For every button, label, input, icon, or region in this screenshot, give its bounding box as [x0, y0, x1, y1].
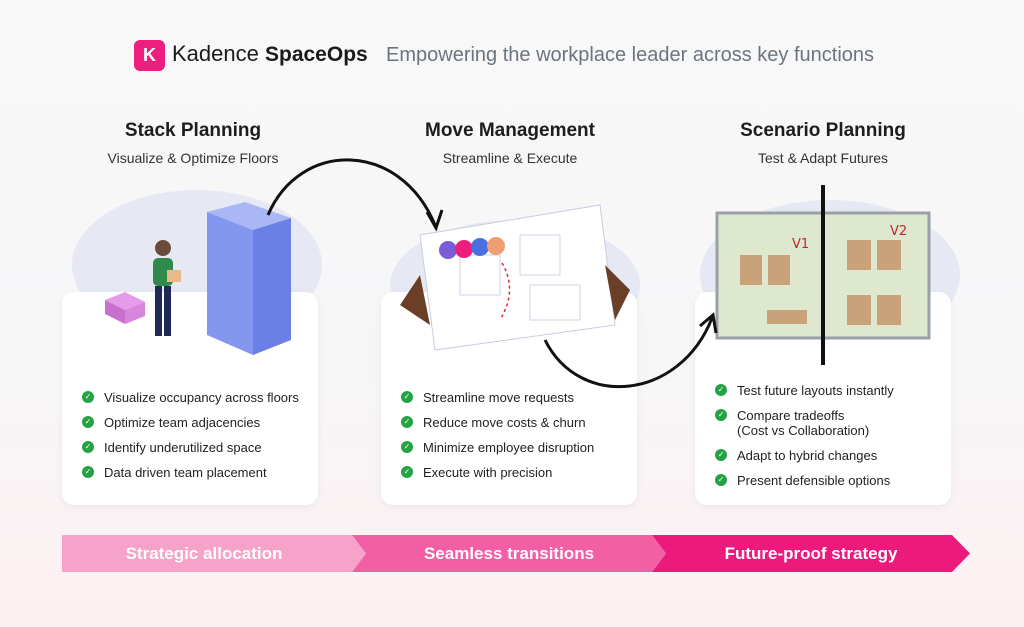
banner-label: Future-proof strategy [724, 543, 898, 563]
check-icon: ✓ [715, 384, 727, 396]
banner-label: Strategic allocation [125, 543, 283, 563]
move-management-list: ✓ Streamline move requests ✓ Reduce move c… [401, 390, 594, 490]
list-item: ✓ Data driven team placement [82, 465, 299, 480]
check-icon: ✓ [401, 466, 413, 478]
item-text: Data driven team placement [104, 465, 267, 480]
brand-product: SpaceOps [264, 43, 368, 66]
item-text: Test future layouts instantly [737, 383, 894, 398]
list-item: ✓ Compare tradeoffs (Cost vs Collaboratio… [715, 408, 894, 438]
brand-kadence: Kadence [172, 41, 259, 66]
list-item: ✓ Adapt to hybrid changes [715, 448, 894, 463]
scenario-floorplan-illustration: V1 V2 [715, 185, 931, 365]
v1-label: V1 [792, 237, 809, 252]
list-item: ✓ Minimize employee disruption [401, 440, 594, 455]
banner-segment-strategic: Strategic allocation [62, 535, 366, 572]
item-text: Compare tradeoffs (Cost vs Collaboration… [737, 408, 870, 438]
item-text: Visualize occupancy across floors [104, 390, 299, 405]
item-text: Execute with precision [423, 465, 553, 480]
check-icon: ✓ [82, 416, 94, 428]
floorplan-move-illustration [400, 204, 630, 351]
list-item: ✓ Streamline move requests [401, 390, 594, 405]
tagline: Empowering the workplace leader across k… [386, 44, 875, 66]
check-icon: ✓ [82, 466, 94, 478]
list-item: ✓ Visualize occupancy across floors [82, 390, 299, 405]
stack-planning-list: ✓ Visualize occupancy across floors ✓ Opti… [82, 390, 299, 490]
move-management-title: Move Management [425, 120, 595, 141]
v2-label: V2 [890, 224, 907, 239]
brand-name: Kadence SpaceOps [172, 41, 368, 67]
banner-segment-seamless: Seamless transitions [352, 535, 666, 572]
item-text: Present defensible options [737, 473, 891, 488]
list-item: ✓ Present defensible options [715, 473, 894, 488]
stack-planning-title: Stack Planning [124, 120, 262, 141]
check-icon: ✓ [715, 409, 727, 421]
list-item: ✓ Optimize team adjacencies [82, 415, 299, 430]
stack-building-illustration [105, 202, 291, 355]
stack-planning-subtitle: Visualize & Optimize Floors [107, 150, 279, 166]
list-item: ✓ Test future layouts instantly [715, 383, 894, 398]
check-icon: ✓ [715, 474, 727, 486]
scenario-planning-subtitle: Test & Adapt Futures [758, 150, 888, 166]
check-icon: ✓ [82, 441, 94, 453]
banner-label: Seamless transitions [423, 543, 595, 563]
item-text: Streamline move requests [423, 390, 575, 405]
list-item: ✓ Identify underutilized space [82, 440, 299, 455]
move-management-subtitle: Streamline & Execute [442, 150, 578, 166]
item-text: Optimize team adjacencies [104, 415, 261, 430]
scenario-planning-list: ✓ Test future layouts instantly ✓ Compare … [715, 383, 894, 498]
check-icon: ✓ [715, 449, 727, 461]
kadence-logo-icon: K [134, 40, 165, 71]
check-icon: ✓ [82, 391, 94, 403]
item-text: Minimize employee disruption [423, 440, 595, 455]
banner-segment-future: Future-proof strategy [652, 535, 970, 572]
item-text: Identify underutilized space [104, 440, 262, 455]
list-item: ✓ Execute with precision [401, 465, 594, 480]
scenario-planning-title: Scenario Planning [740, 120, 906, 141]
item-text: Adapt to hybrid changes [737, 448, 878, 463]
check-icon: ✓ [401, 416, 413, 428]
item-text: Reduce move costs & churn [423, 415, 586, 430]
check-icon: ✓ [401, 441, 413, 453]
list-item: ✓ Reduce move costs & churn [401, 415, 594, 430]
check-icon: ✓ [401, 391, 413, 403]
